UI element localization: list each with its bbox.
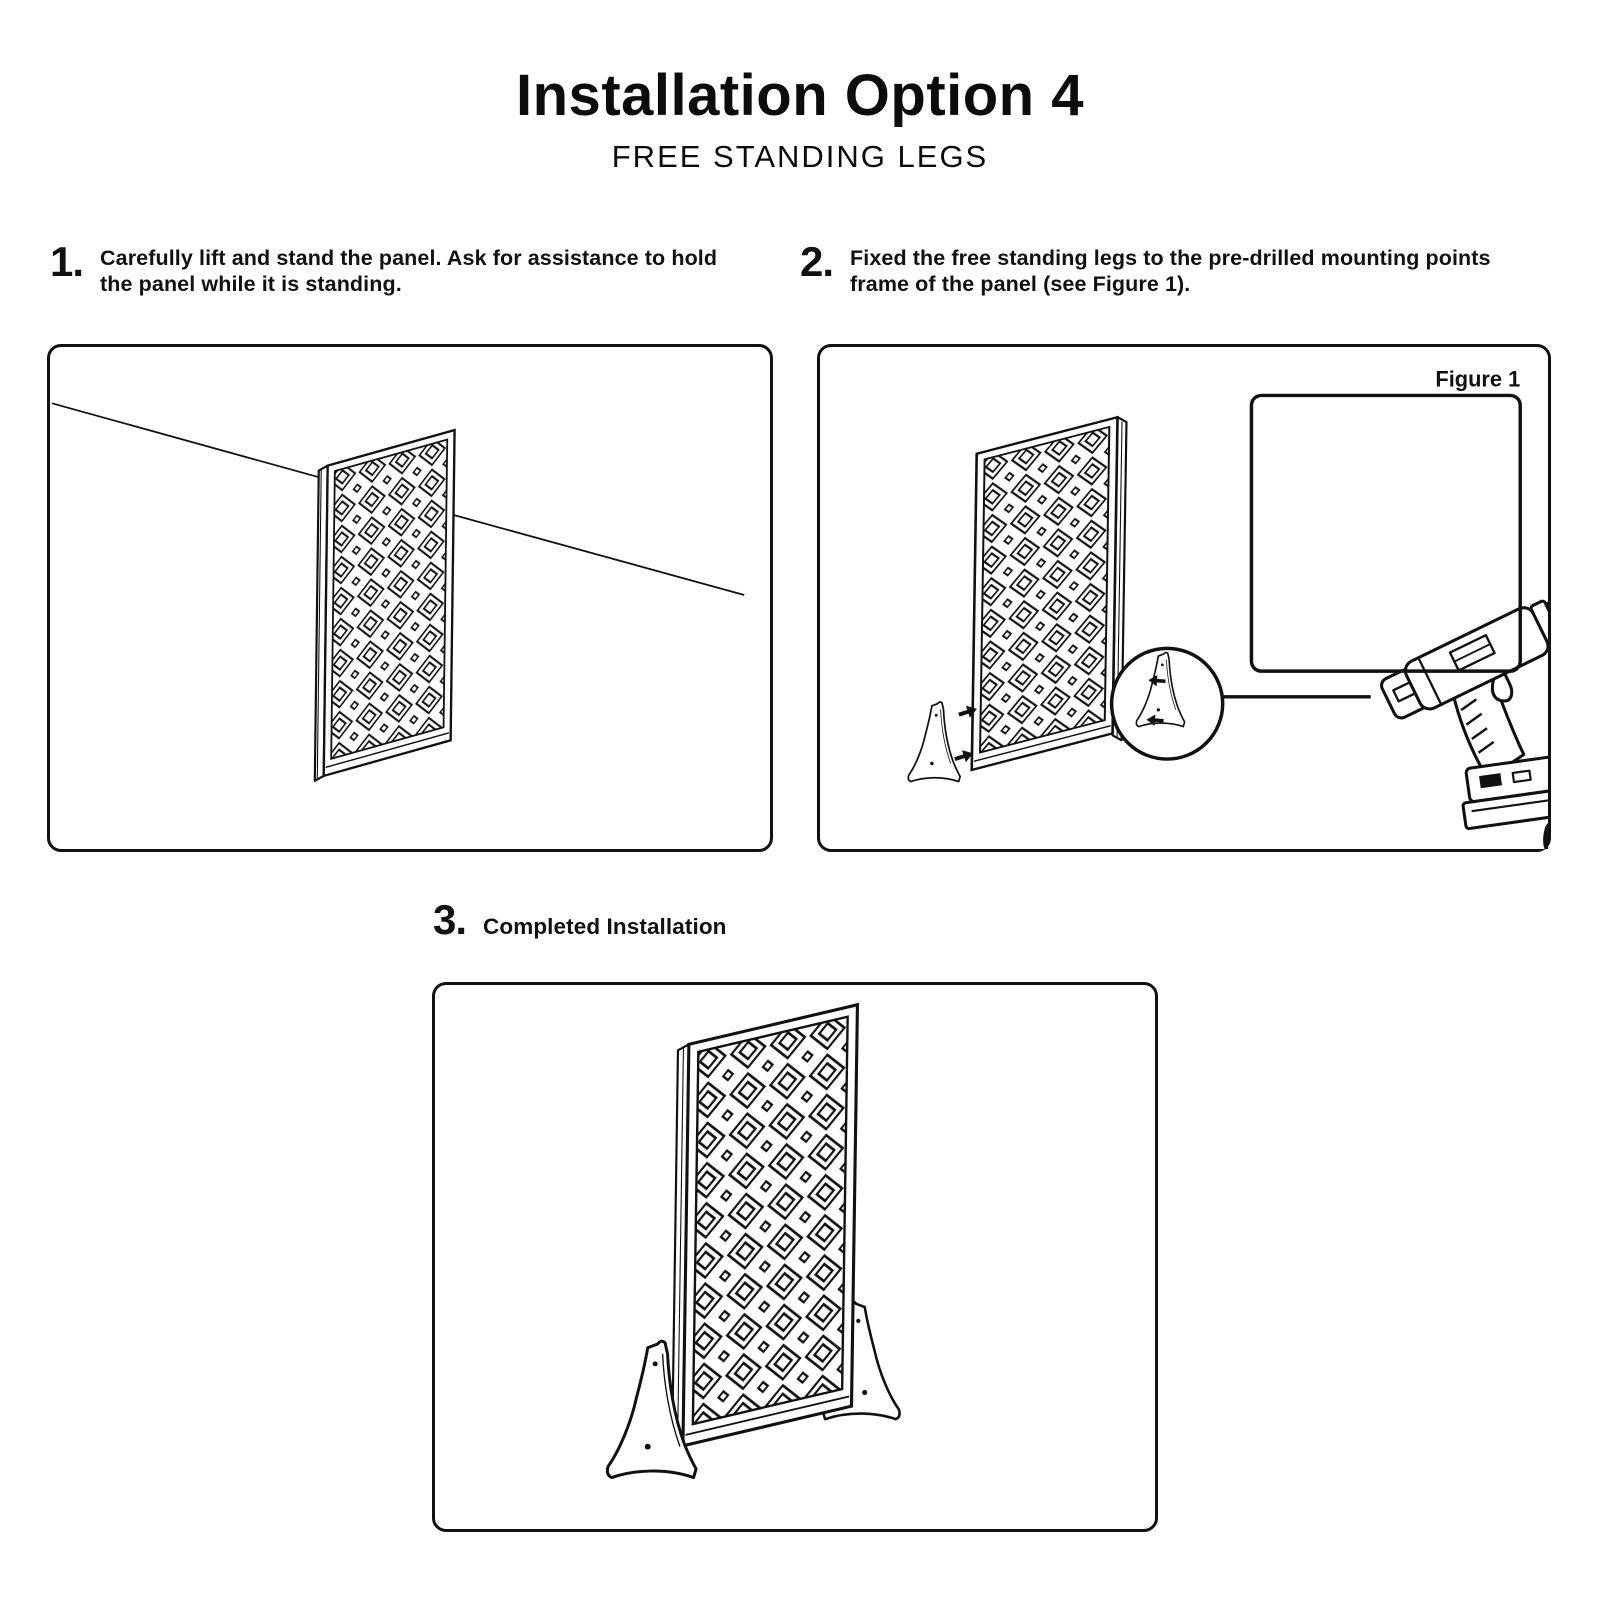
- page-title: Installation Option 4: [516, 63, 1084, 128]
- step-2-text: Fixed the free standing legs to the pre-…: [850, 246, 1491, 296]
- step-3-number: 3.: [433, 896, 467, 943]
- decorative-lattice-panel: [313, 428, 456, 782]
- callout-connector: [1222, 671, 1396, 699]
- figure-1-label: Figure 1: [1435, 367, 1520, 392]
- step-2: 2. Fixed the free standing legs to the p…: [800, 238, 1510, 298]
- figure-1-inset-border: [1249, 393, 1522, 673]
- step-2-number: 2.: [800, 238, 834, 285]
- page-subtitle: FREE STANDING LEGS: [611, 139, 989, 174]
- figure-1-inset: [1370, 395, 1521, 672]
- step-3: 3. Completed Installation: [433, 896, 727, 943]
- decorative-lattice-panel: [970, 415, 1128, 772]
- step-1: 1. Carefully lift and stand the panel. A…: [50, 238, 755, 298]
- step-1-illustration-box: [47, 344, 773, 852]
- step-3-illustration-box: [432, 982, 1158, 1532]
- step-2-illustration-box: Figure 1: [817, 344, 1551, 852]
- panel-standing-drawing: [51, 402, 745, 782]
- header: Installation Option 4 FREE STANDING LEGS: [0, 62, 1600, 175]
- step-1-text: Carefully lift and stand the panel. Ask …: [100, 246, 718, 296]
- perspective-line-right: [453, 514, 745, 596]
- completed-installation-drawing: [605, 1003, 901, 1480]
- step-3-text: Completed Installation: [483, 914, 727, 939]
- step-1-number: 1.: [50, 238, 84, 285]
- decorative-lattice-panel: [670, 1003, 860, 1453]
- free-standing-leg: [907, 701, 962, 783]
- attach-legs-drawing: Figure 1: [907, 367, 1522, 783]
- perspective-line-left: [51, 402, 320, 479]
